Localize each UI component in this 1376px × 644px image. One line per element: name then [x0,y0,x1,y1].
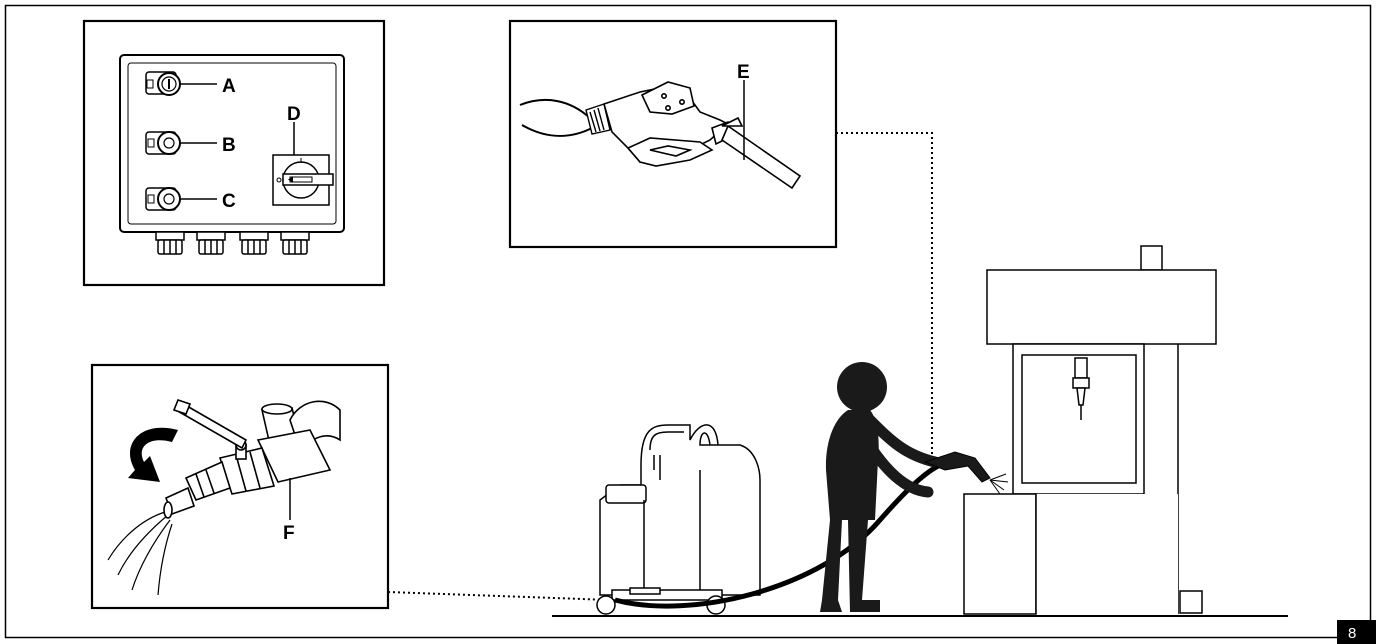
label-a: A [222,76,236,97]
outer-frame [4,4,1372,639]
main-switch-icon [272,154,334,206]
suction-hose [614,462,942,609]
label-b: B [222,135,236,156]
control-panel-inset: A B C D [82,19,386,287]
water-stream-icon [107,511,173,596]
nozzle-inset: E [508,19,838,249]
label-c: C [222,191,236,212]
start-button-icon [145,71,181,96]
label-d: D [287,104,301,125]
cable-glands-icon [155,231,310,255]
page-number: 8 [1348,625,1356,642]
rotate-arrow-icon [128,427,178,482]
label-e: E [737,62,750,83]
spray-icon [989,473,1009,495]
filter-button-icon [145,187,181,211]
operator-figure-icon [820,362,991,612]
valve-inset: F [90,363,390,610]
page-number-badge [1337,620,1376,644]
vacuum-unit-icon [596,424,761,615]
hose-coupling-icon [585,103,611,135]
label-f: F [283,523,295,544]
stop-button-icon [145,131,181,155]
dispensing-nozzle-icon [603,81,802,190]
machine-tool-icon [963,245,1217,615]
leader-lines [387,132,933,601]
ball-valve-icon [163,399,341,519]
